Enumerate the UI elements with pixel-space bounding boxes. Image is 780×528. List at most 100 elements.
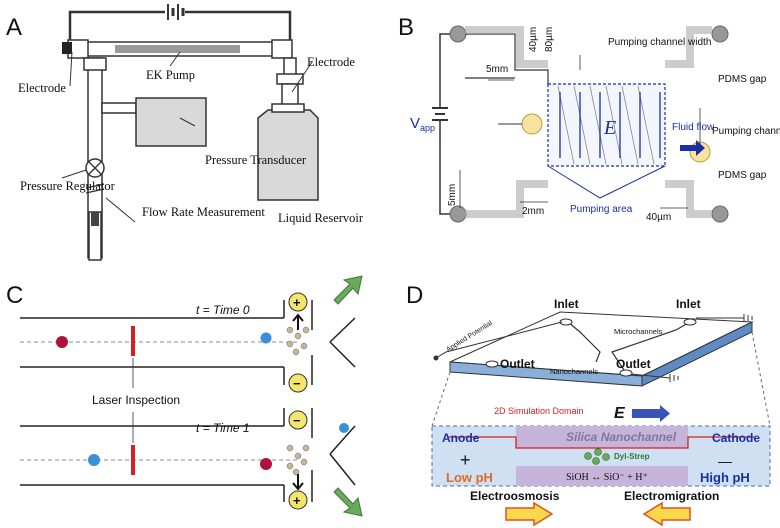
label-inlet-right: Inlet xyxy=(676,297,701,311)
label-microchannels: Microchannels xyxy=(614,327,663,336)
label-outlet-right: Outlet xyxy=(616,357,651,371)
dim-5mm-bottom: 5mm xyxy=(447,184,458,206)
dim-40um: 40µm xyxy=(528,27,539,52)
electrode-dot xyxy=(449,205,467,223)
ion-cloud xyxy=(286,326,310,476)
label-outlet-left: Outlet xyxy=(500,357,535,371)
liquid-reservoir xyxy=(257,109,319,201)
cathode-minus: — xyxy=(718,453,732,469)
particle-blue xyxy=(260,332,272,344)
electroosmosis-arrow-icon xyxy=(505,501,554,527)
dim-2mm: 2mm xyxy=(522,206,544,217)
label-flow-rate: Flow Rate Measurement xyxy=(142,205,265,219)
label-pressure-transducer: Pressure Transducer xyxy=(205,153,307,167)
arrow-down-icon xyxy=(292,474,304,491)
green-arrow-up-icon xyxy=(333,275,363,305)
label-high-ph: High pH xyxy=(700,470,750,485)
electromigration-arrow-icon xyxy=(642,501,691,527)
minus-electrode xyxy=(288,410,308,430)
field-label-d: E xyxy=(614,405,626,422)
silica-wall-bottom xyxy=(516,466,688,486)
label-electrode-left: Electrode xyxy=(18,81,66,95)
bottom-right-channel xyxy=(665,180,712,218)
anode-plus: + xyxy=(460,450,471,470)
plus-sign: + xyxy=(293,493,301,508)
panel-letter-a: A xyxy=(6,14,22,41)
right-fitting xyxy=(271,39,293,59)
label-electroosmosis: Electroosmosis xyxy=(470,489,560,503)
label-inlet-left: Inlet xyxy=(554,297,579,311)
label-electromigration: Electromigration xyxy=(624,489,719,503)
label-pdms-gap-top: PDMS gap xyxy=(718,74,767,85)
transducer-branch xyxy=(101,102,137,114)
potential-wire xyxy=(435,321,563,359)
arrow-up-icon xyxy=(292,313,304,330)
pumping-area-pointer xyxy=(547,165,666,199)
panel-letter-b: B xyxy=(398,14,414,41)
label-sim-domain: 2D Simulation Domain xyxy=(494,406,584,416)
panel-b: B xyxy=(398,14,780,223)
battery-icon xyxy=(167,4,185,20)
label-time1: t = Time 1 xyxy=(196,421,250,435)
laser-line xyxy=(131,326,135,356)
silica-nanochannel xyxy=(516,426,688,448)
bottom-left-channel xyxy=(465,180,548,218)
panel-a: A xyxy=(6,4,364,261)
laser-line xyxy=(131,445,135,475)
dim-80um: 80µm xyxy=(544,27,555,52)
label-silica: Silica Nanochannel xyxy=(566,430,677,444)
minus-sign: − xyxy=(293,376,301,391)
label-nanochannels: Nanochannels xyxy=(550,367,598,376)
particle-red xyxy=(260,458,272,470)
pumping-channels xyxy=(557,85,655,165)
microchannel-lines xyxy=(567,321,691,371)
panel-d: D Inlet Inlet Microchannels Applied Pote… xyxy=(406,282,771,527)
label-reaction: SiOH ↔ SiO⁻ + H⁺ xyxy=(566,472,648,483)
dim-5mm-top: 5mm xyxy=(486,64,508,75)
particle-blue xyxy=(339,423,349,433)
label-laser-inspection: Laser Inspection xyxy=(92,393,180,407)
top-left-channel xyxy=(465,26,548,68)
particle-red xyxy=(56,336,68,348)
label-time0: t = Time 0 xyxy=(196,303,250,317)
label-pressure-regulator: Pressure Regulator xyxy=(20,179,116,193)
fluid-flow-arrow xyxy=(680,140,705,156)
panel-letter-c: C xyxy=(6,282,23,309)
domain-outline xyxy=(448,436,754,449)
label-pumping-channel-width: Pumping channel width xyxy=(608,37,711,48)
minus-electrode xyxy=(288,373,308,393)
label-pumping-channel-length: Pumping channel length xyxy=(712,126,780,137)
outlet-port xyxy=(619,369,633,377)
ek-pump-core xyxy=(115,45,240,53)
plus-electrode xyxy=(288,490,308,510)
label-cathode: Cathode xyxy=(712,431,760,445)
label-anode: Anode xyxy=(442,431,480,445)
outlet-port xyxy=(485,360,499,368)
label-pdms-gap-bottom: PDMS gap xyxy=(718,170,767,181)
panel-c: C t = Time 0 t = Time 1 xyxy=(6,275,363,517)
label-fluid-flow: Fluid flow xyxy=(672,122,715,133)
label-vapp: Vapp xyxy=(410,115,435,133)
inlet-port xyxy=(683,318,697,326)
dyl-strep-particles xyxy=(584,448,610,465)
minus-sign: − xyxy=(293,413,301,428)
ground-icon xyxy=(631,314,753,382)
inlet-port xyxy=(559,318,573,326)
pumping-area xyxy=(547,83,666,167)
label-ek-pump: EK Pump xyxy=(146,68,195,82)
plus-electrode xyxy=(288,292,308,312)
electrode-dot xyxy=(449,25,467,43)
label-pumping-area: Pumping area xyxy=(570,204,633,215)
field-arrows xyxy=(559,92,661,158)
electrode-dot xyxy=(711,25,729,43)
electrode-dot xyxy=(711,205,729,223)
particle-blue xyxy=(88,454,100,466)
field-arrow-head xyxy=(660,405,670,422)
plus-sign: + xyxy=(293,295,301,310)
panel-letter-d: D xyxy=(406,282,423,309)
label-dyl-strep: Dyl-Strep xyxy=(614,452,650,461)
label-low-ph: Low pH xyxy=(446,470,493,485)
pressure-transducer-box xyxy=(135,97,207,147)
label-electrode-right: Electrode xyxy=(307,55,355,69)
